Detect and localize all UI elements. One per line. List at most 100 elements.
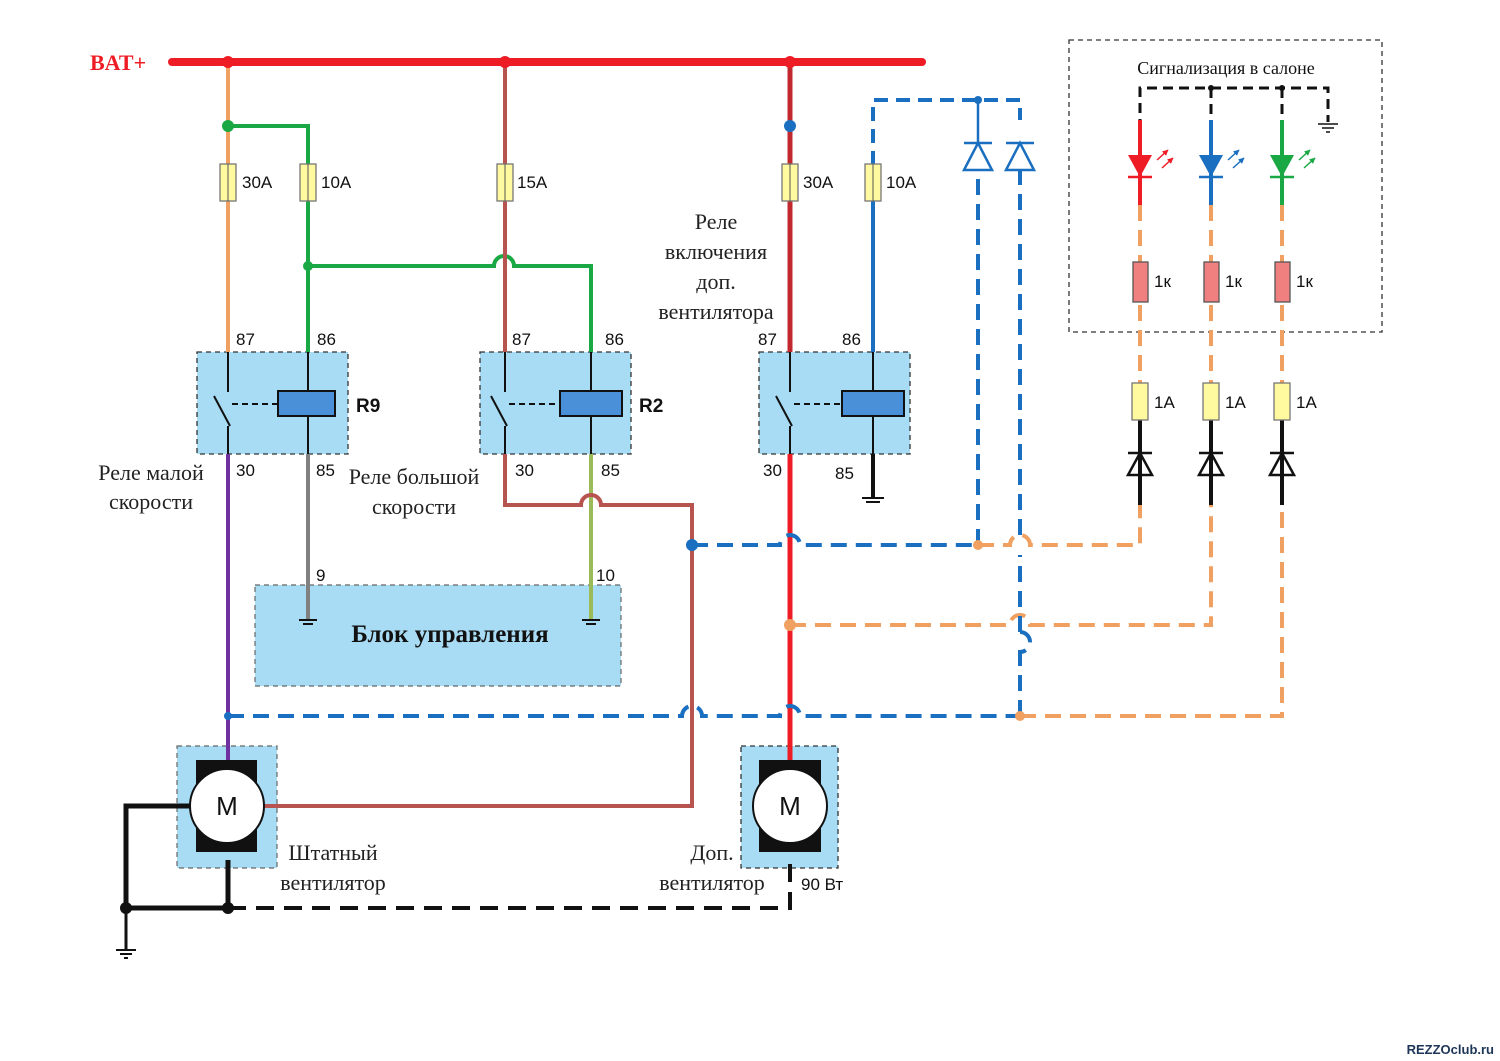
relay-r2-caption: скорости bbox=[372, 494, 456, 519]
junction-dot bbox=[784, 120, 796, 132]
junction-dot bbox=[784, 56, 796, 68]
relay-r9-internals bbox=[213, 352, 336, 454]
relay-extra-caption: Реле bbox=[695, 209, 737, 234]
control-unit-box bbox=[254, 584, 622, 687]
fuse-15a-r2 bbox=[496, 163, 514, 202]
junction-dot bbox=[224, 712, 232, 720]
motor-main-symbol: M bbox=[216, 791, 238, 821]
relay-r9-caption: Реле малой bbox=[98, 460, 204, 485]
junction-dot bbox=[1208, 85, 1214, 91]
relay-extra-caption: вентилятора bbox=[658, 299, 774, 324]
fuse-1a-2 bbox=[1202, 382, 1220, 421]
sense-line-blue-2-up bbox=[1018, 170, 1032, 716]
resistor-label: 1к bbox=[1296, 272, 1313, 291]
junction-dot bbox=[222, 902, 234, 914]
fuse-label: 10A bbox=[886, 173, 917, 192]
control-unit-title: Блок управления bbox=[351, 621, 548, 648]
relay-r9-pin30: 30 bbox=[236, 461, 255, 480]
diode-black-2 bbox=[1196, 450, 1226, 477]
fuse-30a-r9 bbox=[219, 163, 237, 202]
motor-main-caption: вентилятор bbox=[280, 870, 386, 895]
resistor-1 bbox=[1132, 261, 1149, 303]
relay-r2-pin86: 86 bbox=[605, 330, 624, 349]
resistor-label: 1к bbox=[1225, 272, 1242, 291]
relay-r9-pin87: 87 bbox=[236, 330, 255, 349]
sense-line-blue bbox=[692, 533, 978, 547]
fuse-label: 30A bbox=[803, 173, 834, 192]
junction-dot bbox=[499, 56, 511, 68]
junction-dot bbox=[1015, 711, 1025, 721]
led-green-icon bbox=[1270, 149, 1316, 179]
relay-extra-pin86: 86 bbox=[842, 330, 861, 349]
control-unit-pin9: 9 bbox=[316, 566, 325, 585]
diode-blue-2 bbox=[1003, 140, 1037, 172]
relay-r2-internals bbox=[490, 352, 623, 454]
motor-extra-power: 90 Вт bbox=[801, 875, 843, 894]
relay-r2-pin87: 87 bbox=[512, 330, 531, 349]
diode-black-1 bbox=[1125, 450, 1155, 477]
motor-main-icon bbox=[189, 760, 265, 852]
junction-dot bbox=[973, 540, 983, 550]
relay-extra-pin87: 87 bbox=[758, 330, 777, 349]
junction-dot bbox=[222, 56, 234, 68]
fuse-1a-3 bbox=[1273, 382, 1291, 421]
ground-wire-extra bbox=[228, 860, 792, 910]
junction-dot bbox=[222, 120, 234, 132]
fuse-10a-r9 bbox=[299, 163, 317, 202]
junction-dot bbox=[120, 902, 132, 914]
relay-extra-pin30: 30 bbox=[763, 461, 782, 480]
junction-dot bbox=[1279, 85, 1285, 91]
relay-extra-caption: доп. bbox=[696, 269, 735, 294]
resistor-label: 1к bbox=[1154, 272, 1171, 291]
diode-blue-1 bbox=[961, 100, 995, 172]
relay-r9-name: R9 bbox=[356, 396, 380, 417]
sense-line-orange-2 bbox=[790, 480, 1213, 627]
alarm-ground-bus bbox=[1138, 86, 1330, 145]
junction-dot bbox=[686, 539, 698, 551]
alarm-fuse-label: 1A bbox=[1154, 393, 1175, 412]
alarm-fuse-label: 1A bbox=[1225, 393, 1246, 412]
fuse-label: 15A bbox=[517, 173, 548, 192]
led-red-icon bbox=[1128, 149, 1174, 179]
sense-line-orange-1 bbox=[978, 480, 1142, 547]
relay-r9-pin86: 86 bbox=[317, 330, 336, 349]
alarm-panel-box bbox=[1068, 39, 1383, 333]
fuse-label: 30A bbox=[242, 173, 273, 192]
alarm-fuse-label: 1A bbox=[1296, 393, 1317, 412]
wire-r9-86 bbox=[228, 124, 310, 352]
control-unit-pin10: 10 bbox=[596, 566, 615, 585]
ground-icon-pin9 bbox=[299, 619, 317, 625]
junction-dot bbox=[974, 96, 982, 104]
fuse-label: 10A bbox=[321, 173, 352, 192]
relay-extra-caption: включения bbox=[665, 239, 767, 264]
motor-extra-caption: Доп. bbox=[690, 840, 733, 865]
relay-r9-caption: скорости bbox=[109, 489, 193, 514]
led-blue-icon bbox=[1199, 149, 1245, 179]
motor-extra-icon bbox=[752, 760, 828, 852]
motor-extra-caption: вентилятор bbox=[659, 870, 765, 895]
relay-r2-pin30: 30 bbox=[515, 461, 534, 480]
junction-dot bbox=[784, 619, 796, 631]
diode-black-3 bbox=[1267, 450, 1297, 477]
resistor-3 bbox=[1274, 261, 1291, 303]
sense-line-orange-3 bbox=[1020, 480, 1284, 718]
resistor-2 bbox=[1203, 261, 1220, 303]
wire-r2-86 bbox=[308, 254, 593, 352]
junction-dot bbox=[303, 261, 313, 271]
ground-icon-relay bbox=[862, 497, 884, 503]
ground-icon-pin10 bbox=[582, 619, 600, 625]
relay-r9-pin85: 85 bbox=[316, 461, 335, 480]
motor-extra-symbol: M bbox=[779, 791, 801, 821]
wire-extra-86-dashed bbox=[871, 98, 1022, 165]
motor-main-caption: Штатный bbox=[288, 840, 377, 865]
ground-icon-motor bbox=[116, 949, 136, 959]
wire-r2-30 bbox=[262, 454, 694, 808]
sense-line-blue-2 bbox=[228, 704, 1020, 718]
relay-extra-pin85: 85 bbox=[835, 464, 854, 483]
relay-extra-internals bbox=[775, 352, 905, 454]
relay-r2-caption: Реле большой bbox=[349, 464, 480, 489]
fuse-10a-extra bbox=[864, 163, 882, 202]
fuse-30a-extra bbox=[781, 163, 799, 202]
fuse-1a-1 bbox=[1131, 382, 1149, 421]
